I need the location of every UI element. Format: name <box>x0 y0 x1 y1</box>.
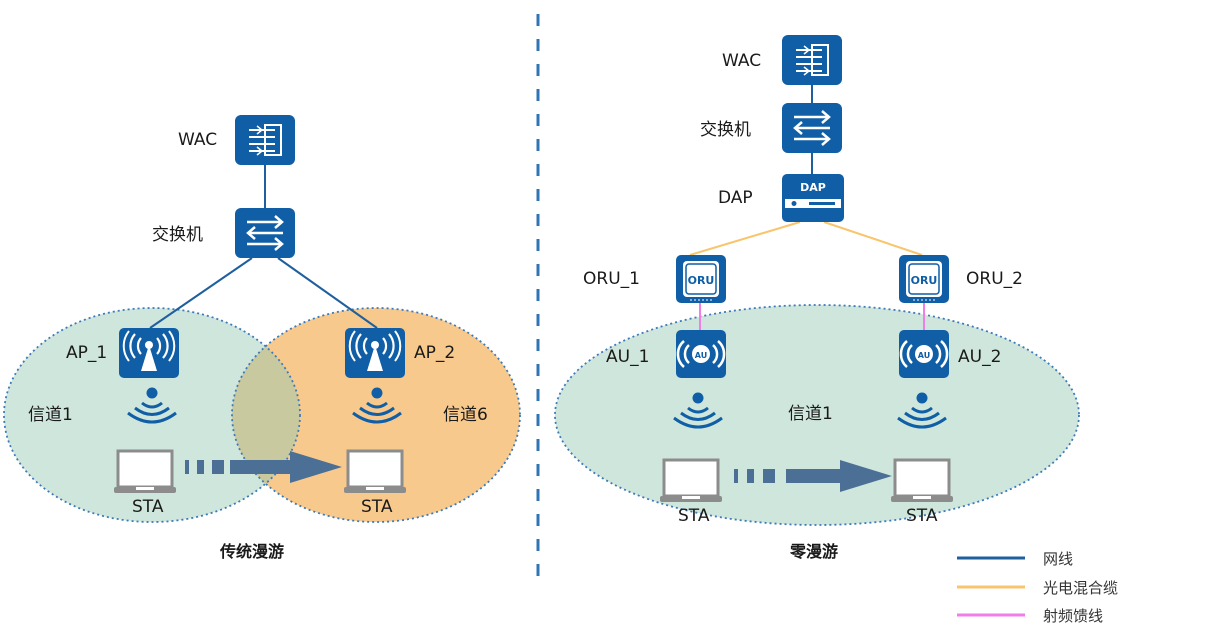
wac-icon <box>781 34 843 86</box>
laptop-icon <box>112 449 178 495</box>
hybrid-cable-dap-oru2 <box>823 221 923 256</box>
zero-roaming-diagram: WAC 交换机 DAP DAP ORU ORU_1 ORU ORU_2 AU A… <box>554 34 1080 561</box>
network-cable-switch-ap1 <box>149 257 253 329</box>
ap2-label: AP_2 <box>414 343 455 363</box>
traditional-roaming-diagram: WAC 交换机 AP_1 AP_2 信道1 信道6 STA STA 传统漫游 <box>3 114 521 561</box>
sta-label: STA <box>361 497 393 517</box>
network-cable-switch-ap2 <box>277 257 378 329</box>
sta-label: STA <box>132 497 164 517</box>
dap-icon: DAP <box>782 174 844 222</box>
laptop-icon <box>658 458 724 504</box>
wac-icon <box>234 114 296 166</box>
switch-label: 交换机 <box>152 225 203 245</box>
channel-label: 信道6 <box>443 405 488 425</box>
oru1-label: ORU_1 <box>583 269 640 289</box>
section-title: 传统漫游 <box>219 542 284 561</box>
oru-icon-text: ORU <box>911 274 938 287</box>
switch-icon <box>780 101 844 155</box>
access-point-icon <box>343 326 407 380</box>
channel-label: 信道1 <box>28 405 73 425</box>
dap-label: DAP <box>718 188 753 208</box>
hybrid-cable-dap-oru1 <box>689 221 801 256</box>
svg-text:DAP: DAP <box>800 181 826 194</box>
au1-label: AU_1 <box>606 347 649 367</box>
oru2-label: ORU_2 <box>966 269 1023 289</box>
section-title: 零漫游 <box>789 542 838 561</box>
legend-label: 射频馈线 <box>1043 607 1103 625</box>
switch-label: 交换机 <box>700 120 751 140</box>
wac-label: WAC <box>722 51 761 71</box>
roaming-arrow <box>734 460 892 492</box>
channel-label: 信道1 <box>788 404 833 424</box>
sta-label: STA <box>906 506 938 526</box>
oru-icon-text: ORU <box>688 274 715 287</box>
roaming-arrow <box>185 451 342 483</box>
sta-label: STA <box>678 506 710 526</box>
au2-label: AU_2 <box>958 347 1001 367</box>
access-point-icon <box>117 326 181 380</box>
laptop-icon <box>889 458 955 504</box>
legend-label: 网线 <box>1043 550 1073 568</box>
switch-icon <box>233 206 297 260</box>
legend-label: 光电混合缆 <box>1043 579 1118 597</box>
au-icon-text: AU <box>918 351 930 360</box>
legend: 网线 光电混合缆 射频馈线 <box>957 550 1118 625</box>
ap1-label: AP_1 <box>66 343 107 363</box>
au-icon-text: AU <box>695 351 707 360</box>
wac-label: WAC <box>178 130 217 150</box>
laptop-icon <box>342 449 408 495</box>
